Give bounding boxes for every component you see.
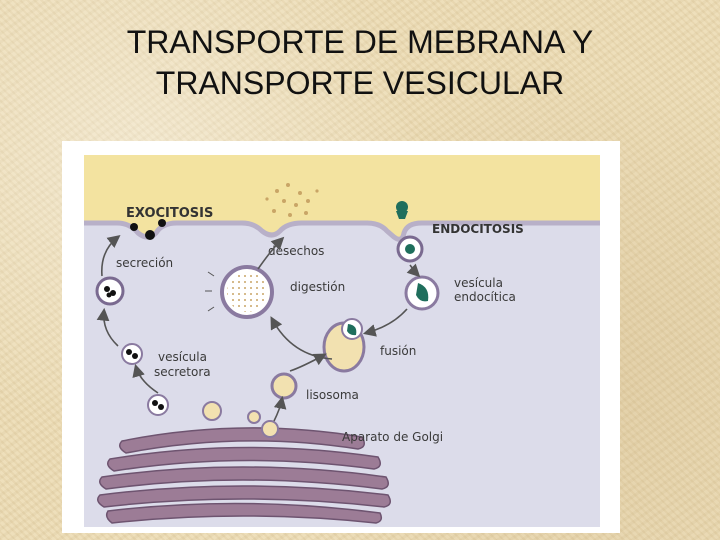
lysosome <box>270 372 298 400</box>
endocytosis-particle <box>396 201 408 219</box>
golgi-apparatus <box>97 427 391 524</box>
slide-title: TRANSPORTE DE MEBRANA Y TRANSPORTE VESIC… <box>0 22 720 104</box>
arrow-golgi-to-secretory <box>132 363 159 394</box>
arrow-endocytic-to-fusion <box>362 308 408 337</box>
fusion-vesicle <box>322 318 366 373</box>
label-vesicula-secretora-2: secretora <box>154 365 211 379</box>
secretion-vesicle <box>95 276 125 306</box>
arrow-golgi-to-lysosome <box>273 395 287 422</box>
secreted-particles <box>130 219 166 240</box>
title-line-2: TRANSPORTE VESICULAR <box>155 65 565 101</box>
title-line-1: TRANSPORTE DE MEBRANA Y <box>126 24 594 60</box>
label-fusion: fusión <box>380 344 416 358</box>
arrow-digestion-to-desechos <box>257 236 285 270</box>
label-digestion: digestión <box>290 280 345 294</box>
label-secrecion: secreción <box>116 256 173 270</box>
cell-membrane <box>84 155 600 240</box>
label-vesicula-endocitica-2: endocítica <box>454 290 516 304</box>
vesicular-transport-diagram: EXOCITOSIS ENDOCITOSIS secreción desecho… <box>84 155 600 527</box>
label-exocitosis: EXOCITOSIS <box>126 206 213 221</box>
endocytic-cargo <box>416 283 429 302</box>
secretory-vesicle-1 <box>121 343 143 365</box>
arrow-lysosome-to-fusion <box>289 353 327 372</box>
pathway-arrows <box>96 235 421 422</box>
label-vesicula-endocitica-1: vesícula <box>454 276 503 290</box>
arrow-secretion-to-exocytosis <box>101 235 121 277</box>
pit-particle <box>405 244 415 254</box>
arrow-vesicle-to-secretion <box>96 307 119 347</box>
digestion-rays <box>205 271 215 312</box>
digestion-contents <box>227 272 267 312</box>
golgi-budding-vesicles <box>202 401 279 438</box>
waste-dots <box>265 183 319 217</box>
label-golgi: Aparato de Golgi <box>342 430 443 444</box>
label-vesicula-secretora-1: vesícula <box>158 350 207 364</box>
label-endocitosis: ENDOCITOSIS <box>432 222 524 236</box>
label-lisosoma: lisosoma <box>306 388 359 402</box>
arrow-pit-to-endocytic <box>406 263 421 278</box>
secretory-vesicle-2 <box>147 394 169 416</box>
vesicular-transport-figure: EXOCITOSIS ENDOCITOSIS secreción desecho… <box>62 141 620 533</box>
